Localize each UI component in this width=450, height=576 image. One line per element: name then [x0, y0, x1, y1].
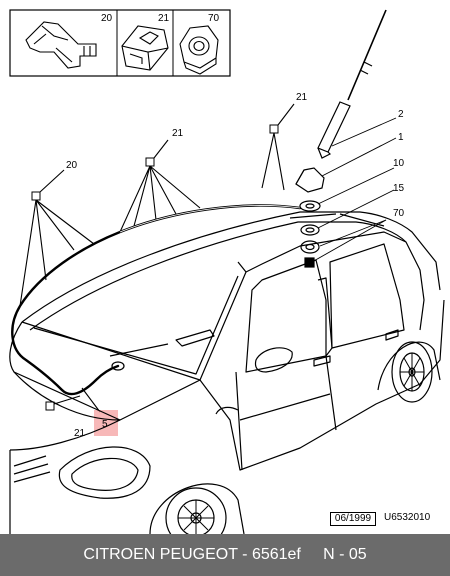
cable-clip-lines: [19, 103, 295, 413]
nut-icon: [179, 25, 219, 75]
drawing-reference: U6532010: [384, 512, 431, 523]
callout-70-right: 70: [393, 208, 405, 219]
revision-date: 06/1999: [330, 512, 376, 526]
wheel-spokes: [178, 353, 424, 534]
callout-10: 10: [393, 158, 405, 169]
detail-panel: 20 21 70: [9, 9, 231, 77]
callout-21-mid: 21: [172, 128, 184, 139]
callout-5: 5: [102, 419, 108, 430]
clip-icon: [25, 21, 97, 69]
callout-15: 15: [393, 183, 405, 194]
callout-2: 2: [398, 109, 404, 120]
callout-21-roof: 21: [296, 92, 308, 103]
callout-70-top: 70: [208, 13, 220, 24]
callout-21-bottom: 21: [74, 428, 86, 439]
callout-20-left: 20: [66, 160, 78, 171]
callout-1: 1: [398, 132, 404, 143]
grommet-icon: [121, 25, 169, 71]
callout-21-top: 21: [158, 13, 170, 24]
parts-diagram: 20 21 70 2 1 10 15 70: [9, 9, 445, 534]
car-outline: [9, 211, 445, 534]
callout-20-top: 20: [101, 13, 113, 24]
antenna-assembly: [295, 9, 387, 268]
leader-lines-right: [311, 117, 397, 263]
footer-caption: CITROEN PEUGEOT - 6561ef N - 05: [0, 534, 450, 576]
